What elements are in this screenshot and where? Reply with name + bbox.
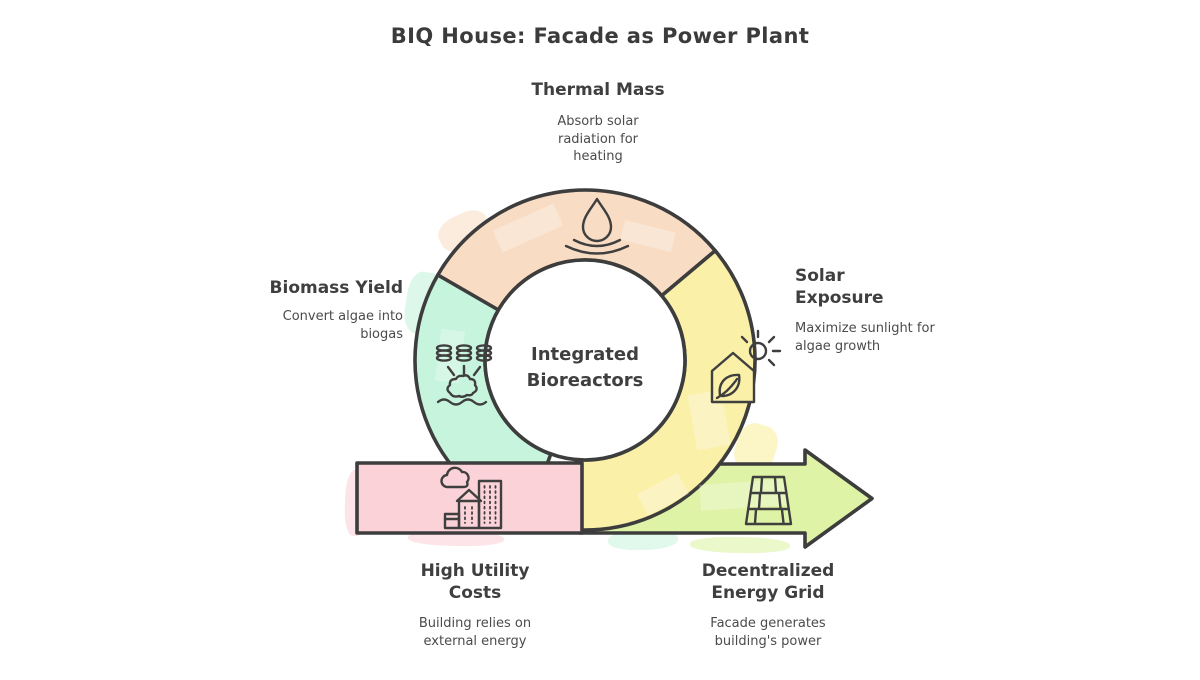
- node-description-decentralized-energy-grid: Facade generates building's power: [710, 616, 826, 649]
- node-description-high-utility-costs: Building relies on external energy: [418, 616, 532, 649]
- center-label: Integrated Bioreactors: [526, 344, 644, 392]
- coins-biogas-icon: [435, 344, 493, 406]
- node-label-decentralized-energy-grid: Decentralized Energy Grid: [701, 561, 835, 604]
- node-label-thermal-mass: Thermal Mass: [531, 80, 665, 100]
- node-description-biomass-yield: Convert algae into biogas: [282, 309, 403, 342]
- node-label-biomass-yield: Biomass Yield: [269, 278, 403, 298]
- node-label-solar-exposure: Solar Exposure: [795, 266, 884, 309]
- node-description-solar-exposure: Maximize sunlight for algae growth: [795, 321, 935, 354]
- city-buildings-icon: [440, 466, 503, 530]
- water-drop-icon: [564, 197, 630, 255]
- arrow-high-utility-costs: [355, 461, 584, 535]
- solar-panel-icon: [744, 475, 793, 526]
- page-title: BIQ House: Facade as Power Plant: [390, 24, 810, 48]
- node-description-thermal-mass: Absorb solar radiation for heating: [557, 114, 639, 165]
- house-leaf-sun-icon: [710, 329, 782, 404]
- node-label-high-utility-costs: High Utility Costs: [420, 561, 530, 604]
